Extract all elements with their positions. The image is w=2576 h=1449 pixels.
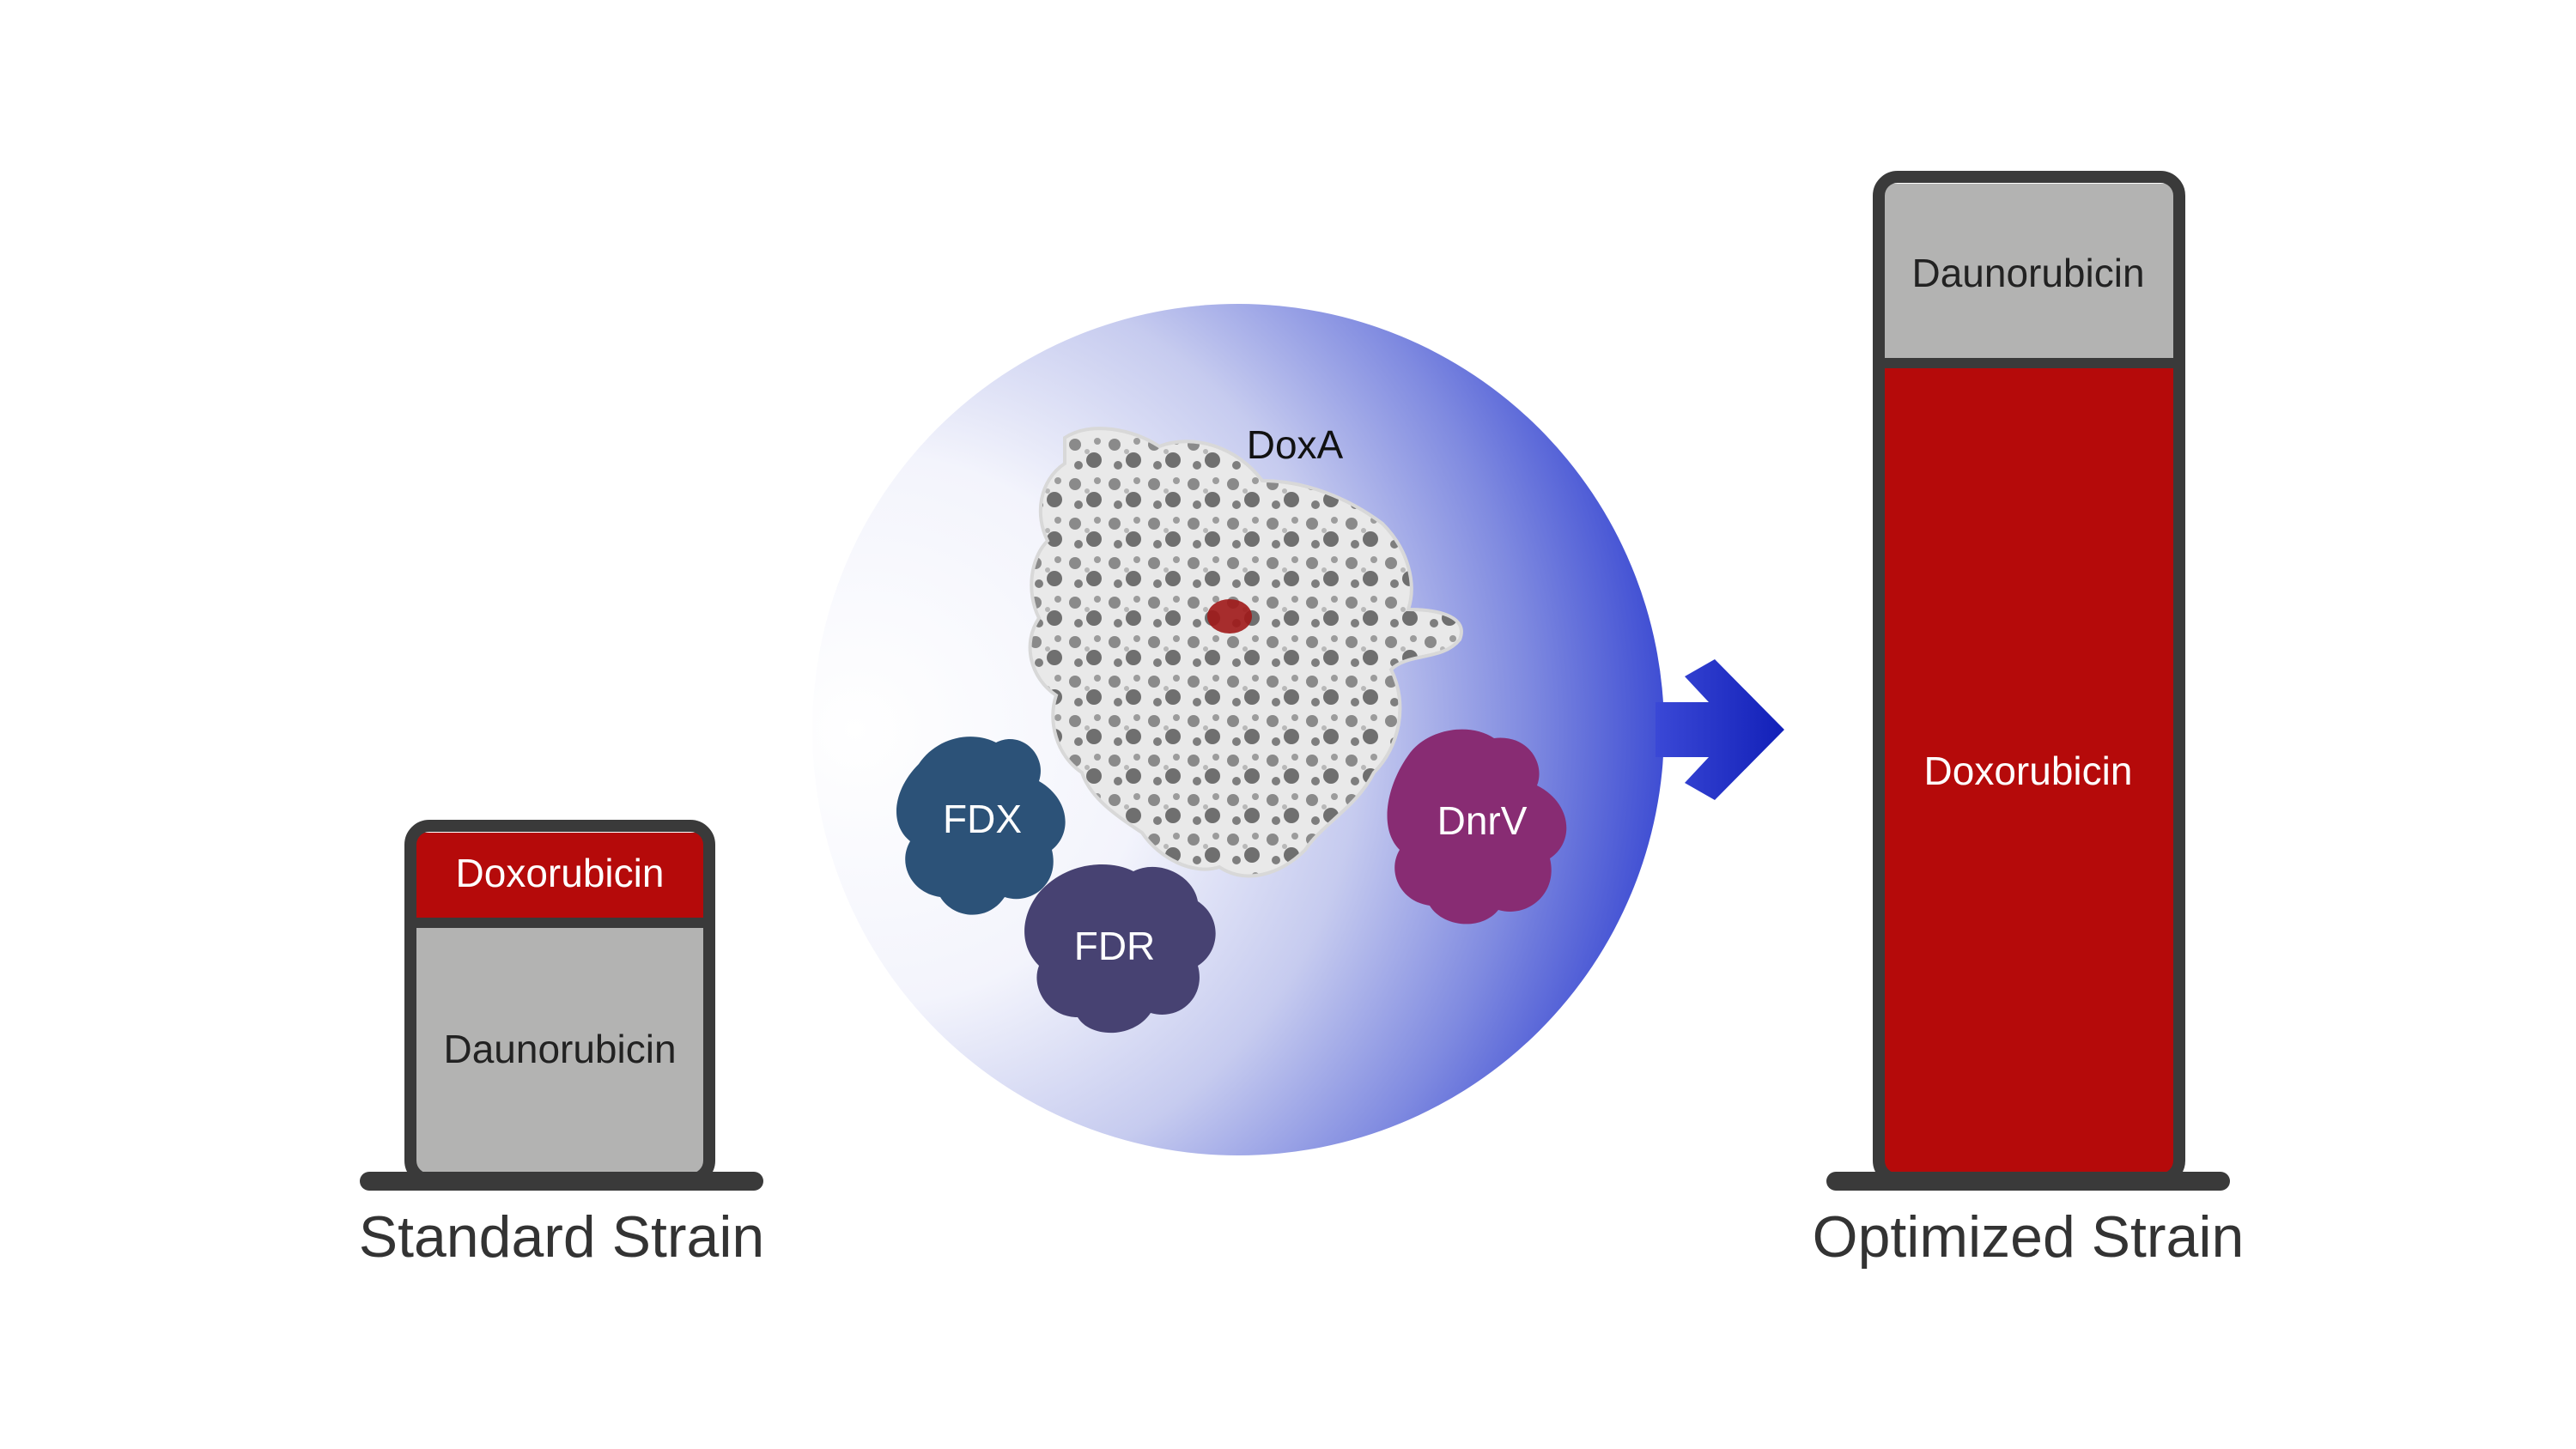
standard-top-segment-label: Doxorubicin [456,851,665,895]
fdr-protein: FDR [1024,864,1216,1034]
standard-strain-label: Standard Strain [359,1204,765,1270]
dnrv-blob [1387,729,1567,925]
optimized-strain-label: Optimized Strain [1813,1204,2245,1270]
standard-bottom-segment [416,925,704,1173]
optimized-bottom-segment [1884,366,2174,1173]
fdr-blob [1024,864,1216,1034]
standard-top-segment [416,833,704,920]
enzyme-complex: DoxA FDX FDR DnrV [812,304,1784,1155]
dnrv-protein: DnrV [1387,729,1567,925]
optimized-bottom-segment-label: Doxorubicin [1924,749,2133,793]
fdx-label: FDX [943,797,1022,841]
optimized-strain-column: Daunorubicin Doxorubicin Optimized Strai… [1813,171,2245,1270]
standard-strain-column: Doxorubicin Daunorubicin Standard Strain [359,820,765,1270]
doxa-ligand [1207,599,1252,634]
doxa-label: DoxA [1247,422,1344,467]
doxa-surface [1028,427,1463,878]
fdr-label: FDR [1074,924,1156,968]
fdx-blob [896,737,1066,915]
optimized-top-segment [1884,184,2174,361]
standard-bottom-segment-label: Daunorubicin [443,1027,676,1071]
fdx-protein: FDX [896,737,1066,915]
arrow-right-icon [1656,659,1784,800]
doxa-protein: DoxA [1028,422,1463,878]
dnrv-label: DnrV [1437,798,1528,843]
optimized-top-segment-label: Daunorubicin [1911,251,2144,295]
